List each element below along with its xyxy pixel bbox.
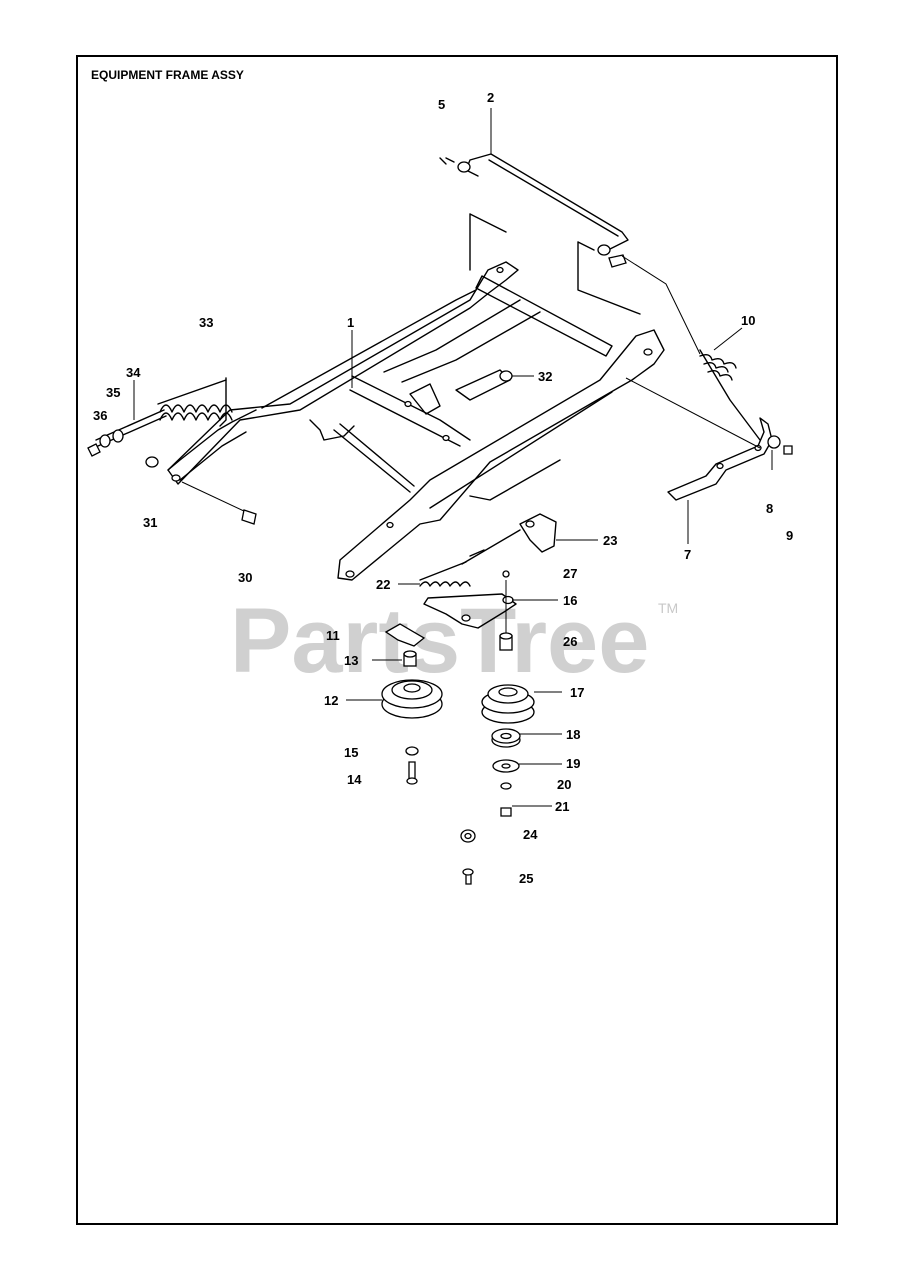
pulley-part-17: [481, 684, 535, 724]
leader-lines: [133, 108, 773, 807]
spring-part-10: [621, 255, 761, 441]
callout-5: 5: [438, 97, 445, 112]
bushing-part-13: [403, 650, 417, 667]
callout-8: 8: [766, 501, 773, 516]
callout-27: 27: [563, 566, 577, 581]
callout-7: 7: [684, 547, 691, 562]
washer-part-20: [500, 782, 512, 790]
callout-25: 25: [519, 871, 533, 886]
cable-spring-assembly: [419, 513, 557, 587]
callout-23: 23: [603, 533, 617, 548]
callout-10: 10: [741, 313, 755, 328]
nut-part-21: [500, 807, 512, 817]
callout-18: 18: [566, 727, 580, 742]
callout-34: 34: [126, 365, 141, 380]
callout-24: 24: [523, 827, 538, 842]
washer-part-19: [492, 759, 520, 773]
spring-coil-left: [157, 379, 233, 421]
callout-16: 16: [563, 593, 577, 608]
callout-31: 31: [143, 515, 157, 530]
callout-36: 36: [93, 408, 107, 423]
bracket-part-11: [384, 623, 426, 647]
callout-9: 9: [786, 528, 793, 543]
callout-11: 11: [326, 628, 340, 643]
callout-15: 15: [344, 745, 358, 760]
lift-rod-part: [439, 153, 629, 268]
diagram-border: [76, 55, 838, 1225]
bearing-part-18: [491, 728, 521, 748]
callout-13: 13: [344, 653, 358, 668]
watermark-text: PartsTree: [230, 590, 649, 692]
bolt-part-25: [462, 868, 474, 885]
callout-32: 32: [538, 369, 552, 384]
callout-33: 33: [199, 315, 213, 330]
nut-part-24: [460, 829, 476, 843]
bracket-part-32: [455, 369, 513, 401]
spring-assembly-left: [87, 377, 257, 525]
callout-labels: 1 2 5 7 8 9 10 11 12 13 14 15 16 17 18 1…: [93, 90, 793, 886]
callout-21: 21: [555, 799, 569, 814]
callout-22: 22: [376, 577, 390, 592]
watermark: PartsTree TM: [230, 590, 678, 692]
equipment-frame-part: [167, 213, 665, 581]
callout-2: 2: [487, 90, 494, 105]
watermark-trademark: TM: [658, 600, 678, 616]
callout-19: 19: [566, 756, 580, 771]
pulley-part-12: [381, 679, 443, 719]
diagram-title: EQUIPMENT FRAME ASSY: [91, 68, 244, 82]
callout-30: 30: [238, 570, 252, 585]
idler-arm-part-16: [423, 570, 517, 636]
callout-1: 1: [347, 315, 354, 330]
callout-14: 14: [347, 772, 362, 787]
lever-arm-part-7: [625, 377, 793, 501]
callout-20: 20: [557, 777, 571, 792]
callout-26: 26: [563, 634, 577, 649]
callout-17: 17: [570, 685, 584, 700]
bolt-part-14: [406, 761, 418, 785]
spacer-part-26: [499, 632, 513, 651]
callout-12: 12: [324, 693, 338, 708]
callout-35: 35: [106, 385, 120, 400]
washer-part-15: [405, 746, 419, 756]
